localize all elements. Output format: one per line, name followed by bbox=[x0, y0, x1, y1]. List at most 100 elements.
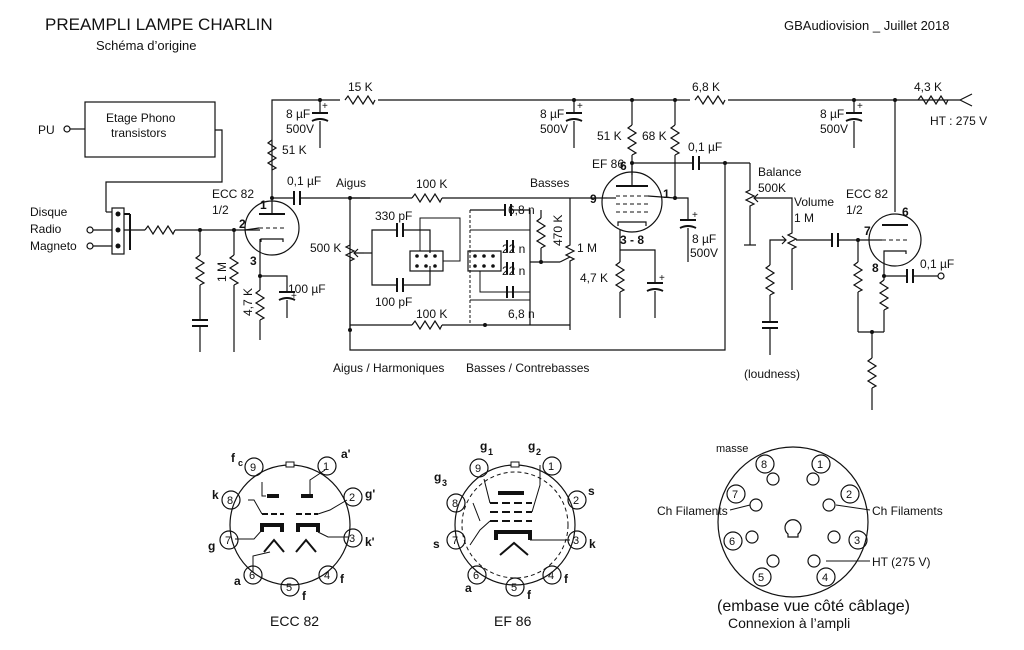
bass-switch bbox=[467, 250, 502, 272]
r-15k-label: 15 K bbox=[348, 80, 373, 94]
svg-text:6: 6 bbox=[249, 570, 255, 582]
svg-text:2: 2 bbox=[846, 489, 852, 501]
ecc82-label-a1: a' bbox=[341, 447, 351, 461]
svg-text:+: + bbox=[692, 210, 698, 221]
pu-label: PU bbox=[38, 123, 55, 137]
ecc82-base-diagram bbox=[229, 461, 351, 586]
r-51k-1-label: 51 K bbox=[282, 143, 307, 157]
radio-terminal bbox=[86, 226, 94, 234]
cap-8uf-2: + bbox=[565, 100, 583, 148]
ef86-label-g2: g bbox=[528, 439, 535, 453]
ecc82-caption: ECC 82 bbox=[270, 613, 319, 629]
basses-label: Basses bbox=[530, 176, 569, 190]
ef86-label-a: a bbox=[465, 581, 472, 595]
svg-text:4: 4 bbox=[324, 570, 330, 582]
ef86-label-f5: f bbox=[527, 588, 532, 602]
ef86-base-diagram bbox=[454, 461, 576, 586]
svg-text:5: 5 bbox=[286, 582, 292, 594]
cap-01-2-label: 0,1 µF bbox=[688, 140, 722, 154]
r-100k-bot-label: 100 K bbox=[416, 307, 447, 321]
cap-8uf-1: + bbox=[311, 98, 329, 148]
aigus-harmoniques-label: Aigus / Harmoniques bbox=[333, 361, 444, 375]
svg-text:1: 1 bbox=[548, 461, 554, 473]
socket-ht-label: HT (275 V) bbox=[872, 555, 930, 569]
cap-8uf-3-volt: 500V bbox=[820, 122, 848, 136]
r-470k-label: 470 K bbox=[551, 215, 565, 246]
svg-text:+: + bbox=[659, 273, 665, 284]
phono-stage-label-2: transistors bbox=[111, 126, 166, 140]
r-68k-top-label: 6,8 K bbox=[692, 80, 720, 94]
cap-01-1-label: 0,1 µF bbox=[287, 174, 321, 188]
ecc82-label-fc-sub: c bbox=[238, 458, 243, 468]
ecc82-label-a: a bbox=[234, 574, 241, 588]
ef86-label-s-left: s bbox=[433, 537, 440, 551]
socket-caption: (embase vue côté câblage) bbox=[717, 598, 910, 615]
ef86-label-f4: f bbox=[564, 572, 569, 586]
cap-330pf-label: 330 pF bbox=[375, 209, 412, 223]
page-subtitle: Schéma d’origine bbox=[96, 38, 196, 53]
socket-pins: 1 2 3 4 5 6 7 8 bbox=[723, 454, 868, 587]
input-selector-switch bbox=[111, 207, 131, 255]
tube1-half: 1/2 bbox=[212, 203, 229, 217]
svg-text:+: + bbox=[291, 291, 297, 302]
svg-text:7: 7 bbox=[732, 489, 738, 501]
cap-68n-top-label: 6,8 n bbox=[508, 203, 535, 217]
svg-text:5: 5 bbox=[758, 572, 764, 584]
r-47k-2-label: 4,7 K bbox=[580, 271, 608, 285]
tube3-pin6: 6 bbox=[902, 205, 909, 219]
socket-ch-right-label: Ch Filaments bbox=[872, 504, 943, 518]
tube2-pin38: 3 - 8 bbox=[620, 233, 644, 247]
ef86-label-g3-sub: 3 bbox=[442, 478, 447, 488]
r-51k-2-label: 51 K bbox=[597, 129, 622, 143]
svg-text:9: 9 bbox=[250, 462, 256, 474]
cap-8uf-4-label: 8 µF bbox=[692, 232, 716, 246]
ht-label: HT : 275 V bbox=[930, 114, 987, 128]
tube1-pin1: 1 bbox=[260, 198, 267, 212]
svg-text:7: 7 bbox=[452, 535, 458, 547]
svg-text:3: 3 bbox=[854, 535, 860, 547]
cap-8uf-1-volt: 500V bbox=[286, 122, 314, 136]
tube2-name: EF 86 bbox=[592, 157, 624, 171]
ecc82-label-g: g bbox=[208, 539, 215, 553]
cap-68n-bot-label: 6,8 n bbox=[508, 307, 535, 321]
ecc82-label-k: k bbox=[212, 488, 219, 502]
r-100k-top-label: 100 K bbox=[416, 177, 447, 191]
svg-text:8: 8 bbox=[227, 495, 233, 507]
cap-8uf-3: + bbox=[845, 98, 863, 148]
tube1-name: ECC 82 bbox=[212, 187, 254, 201]
input-radio-label: Radio bbox=[30, 222, 62, 236]
tube2-pin6: 6 bbox=[620, 159, 627, 173]
ef86-label-g1: g bbox=[480, 439, 487, 453]
pot-500k-label: 500 K bbox=[310, 241, 341, 255]
balance-value: 500K bbox=[758, 181, 786, 195]
amp-socket-diagram bbox=[717, 446, 869, 598]
svg-text:8: 8 bbox=[761, 459, 767, 471]
svg-text:3: 3 bbox=[573, 535, 579, 547]
svg-text:6: 6 bbox=[473, 570, 479, 582]
ef86-label-g3: g bbox=[434, 470, 441, 484]
svg-text:2: 2 bbox=[349, 492, 355, 504]
svg-text:+: + bbox=[322, 101, 328, 112]
tube1-pin2: 2 bbox=[239, 217, 246, 231]
cap-22n-2-label: 22 n bbox=[502, 264, 525, 278]
r-43k-label: 4,3 K bbox=[914, 80, 942, 94]
ef86-label-g2-sub: 2 bbox=[536, 447, 541, 457]
tube2-pin9: 9 bbox=[590, 192, 597, 206]
volume-value: 1 M bbox=[794, 211, 814, 225]
svg-text:4: 4 bbox=[548, 570, 554, 582]
loudness-label: (loudness) bbox=[744, 367, 800, 381]
cap-01-3-label: 0,1 µF bbox=[920, 257, 954, 271]
tube3-pin7: 7 bbox=[864, 224, 871, 238]
input-magneto-label: Magneto bbox=[30, 239, 77, 253]
r-1m-grid-label: 1 M bbox=[215, 262, 229, 282]
cap-100uf-label: 100 µF bbox=[288, 282, 326, 296]
pu-terminal bbox=[63, 125, 71, 133]
balance-label: Balance bbox=[758, 165, 802, 179]
tube2-pin1: 1 bbox=[663, 187, 670, 201]
cap-100pf-label: 100 pF bbox=[375, 295, 412, 309]
pot-1m-bass-label: 1 M bbox=[577, 241, 597, 255]
ef86-pins: 1 2 3 4 5 6 7 8 9 bbox=[446, 456, 587, 597]
ecc82-label-f5: f bbox=[302, 589, 307, 603]
svg-text:+: + bbox=[857, 101, 863, 112]
